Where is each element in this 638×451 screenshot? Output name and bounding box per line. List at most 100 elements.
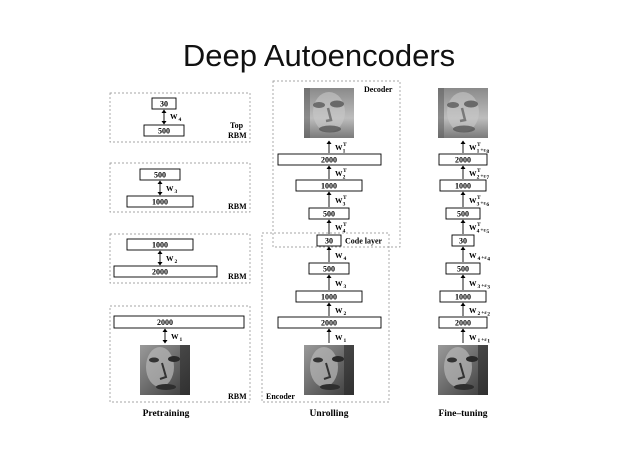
ft-w2t-arrow <box>460 165 466 169</box>
ft-w4t-arrow <box>460 219 466 223</box>
ft-w4-label: W4+ε4 <box>469 251 490 263</box>
unroll-top-1000: 1000 <box>321 182 337 191</box>
rbm-2-group: 1000 W2 2000 RBM <box>109 233 251 284</box>
unroll-bot-2000-box <box>277 316 382 329</box>
input-face-image <box>139 344 191 396</box>
ft-top-500-box <box>445 207 481 220</box>
unroll-w4-arrow <box>326 246 332 250</box>
unroll-w3t-arrow <box>326 191 332 195</box>
unroll-bot-2000: 2000 <box>321 319 337 328</box>
decoder-label: Decoder <box>364 85 393 94</box>
rbm-top-units-small-box <box>151 97 177 110</box>
unroll-top-2000: 2000 <box>321 156 337 165</box>
output-face-image <box>302 86 356 140</box>
unroll-w3-arrow <box>326 274 332 278</box>
unroll-top-500-box <box>308 207 350 220</box>
unroll-w1t-arrow <box>326 140 332 144</box>
unroll-w1-label: W1 <box>335 333 347 344</box>
ft-w1-arrow <box>460 328 466 332</box>
rbm-top-arrow-up <box>161 109 167 113</box>
rbm-3-units-small-box <box>139 168 181 181</box>
ft-bot-1000-box <box>439 290 487 303</box>
unroll-w2t-arrow <box>326 165 332 169</box>
decoder-frame <box>272 80 401 248</box>
rbm-3-units-large: 1000 <box>152 198 168 207</box>
rbm-top-units-large: 500 <box>158 127 170 136</box>
ft-w3-label: W3+ε3 <box>469 279 490 291</box>
ft-code: 30 <box>459 237 467 246</box>
ft-w4-arrow <box>460 246 466 250</box>
rbm-2-arrow-up <box>157 250 163 254</box>
ft-w2-arrow <box>460 302 466 306</box>
unroll-w4t-arrow <box>326 219 332 223</box>
unroll-bot-500-box <box>308 262 350 275</box>
unroll-w1-arrow <box>326 328 332 332</box>
ft-w2-label: W2+ε2 <box>469 306 490 318</box>
rbm-1-units: 2000 <box>157 318 173 327</box>
rbm-2-label: RBM <box>228 272 247 281</box>
rbm-3-weight: W3 <box>166 184 178 195</box>
ft-bot-2000: 2000 <box>455 319 471 328</box>
rbm-3-frame <box>109 162 251 213</box>
unroll-w4-label: W4 <box>335 251 347 262</box>
unroll-top-2000-box <box>277 153 382 166</box>
rbm-2-units-large-box <box>113 265 218 278</box>
rbm-1-arrow-down <box>162 340 168 344</box>
rbm-top-label-line1: Top <box>230 121 244 130</box>
ft-w3-arrow <box>460 274 466 278</box>
ft-w1-label: W1+ε1 <box>469 333 490 345</box>
rbm-1-frame <box>109 305 251 403</box>
slide-title: Deep Autoencoders <box>182 38 456 73</box>
rbm-2-units-small-box <box>126 238 194 251</box>
unroll-input-face-image <box>303 344 355 396</box>
rbm-2-units-small: 1000 <box>152 241 168 250</box>
ft-bot-2000-box <box>438 316 488 329</box>
ft-w1t-arrow <box>460 140 466 144</box>
code-layer-label: Code layer <box>345 237 383 246</box>
rbm-top-units-small: 30 <box>160 100 168 109</box>
pretraining-caption: Pretraining <box>143 409 190 419</box>
ft-bot-1000: 1000 <box>455 293 471 302</box>
unroll-code: 30 <box>325 237 333 246</box>
rbm-top-units-large-box <box>143 124 185 137</box>
ft-bot-500-box <box>445 262 481 275</box>
rbm-1-label: RBM <box>228 392 247 401</box>
encoder-label: Encoder <box>266 392 295 401</box>
rbm-3-units-large-box <box>126 195 194 208</box>
unroll-w2-arrow <box>326 302 332 306</box>
ft-w3t-arrow <box>460 191 466 195</box>
rbm-2-weight: W2 <box>166 254 178 265</box>
unroll-w2-label: W2 <box>335 306 347 317</box>
rbm-top-weight: W4 <box>170 112 182 123</box>
rbm-top-frame <box>109 92 251 143</box>
ft-top-2000: 2000 <box>455 156 471 165</box>
unroll-bot-1000-box <box>295 290 363 303</box>
unroll-code-box <box>316 234 342 247</box>
rbm-3-arrow-down <box>157 192 163 196</box>
rbm-2-frame <box>109 233 251 284</box>
ft-code-box <box>451 234 475 247</box>
ft-top-1000: 1000 <box>455 182 471 191</box>
unroll-top-500: 500 <box>323 210 335 219</box>
rbm-top-label-line2: RBM <box>228 131 247 140</box>
unroll-bot-1000: 1000 <box>321 293 337 302</box>
unroll-w3-label: W3 <box>335 279 347 290</box>
rbm-2-arrow-down <box>157 262 163 266</box>
rbm-3-arrow-up <box>157 180 163 184</box>
finetune-output-face-image <box>436 86 490 140</box>
rbm-1-arrow-up <box>162 328 168 332</box>
rbm-1-group: 2000 W1 RBM <box>109 305 251 403</box>
rbm-1-weight: W1 <box>171 332 183 343</box>
rbm-top-arrow-down <box>161 121 167 125</box>
unroll-bot-500: 500 <box>323 265 335 274</box>
rbm-3-units-small: 500 <box>154 171 166 180</box>
